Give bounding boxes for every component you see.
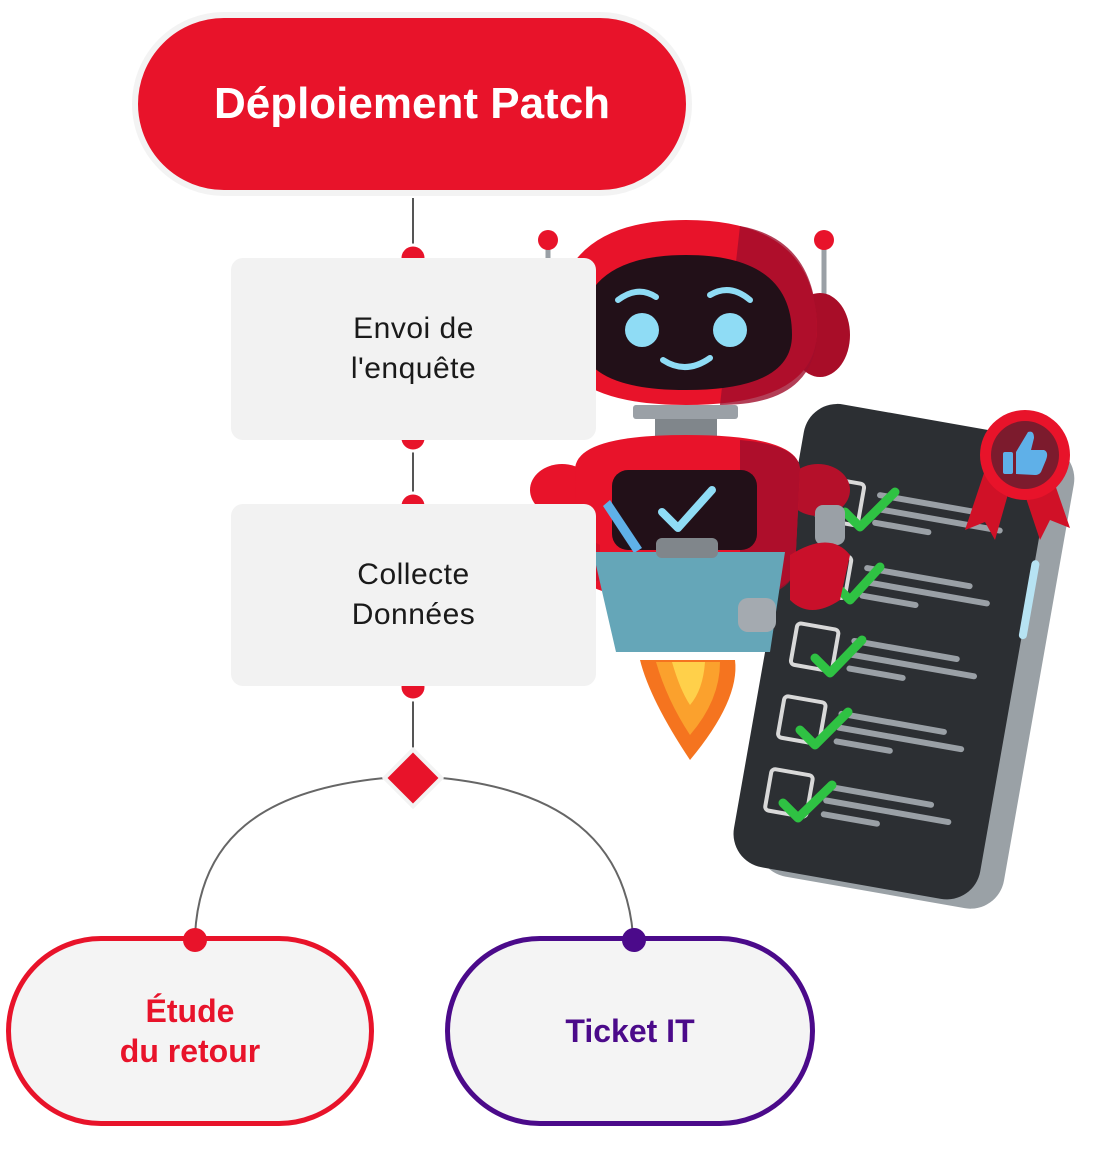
step-node-label: Collecte Données — [351, 558, 476, 631]
rocket-flame-icon — [640, 660, 736, 760]
thumbs-up-badge-icon — [965, 410, 1070, 540]
decision-diamond-icon — [381, 746, 445, 810]
start-node-label: Déploiement Patch — [213, 79, 611, 128]
step-node-label: Envoi de l'enquête — [350, 312, 477, 385]
step-node-collecte-donnees: Collecte Données — [231, 504, 596, 686]
start-node-deploiement-patch: Déploiement Patch — [132, 12, 692, 196]
outcome-node-etude-retour: Étude du retour — [6, 936, 374, 1126]
branch-right-curve — [441, 777, 634, 936]
branch-left-curve — [194, 777, 386, 936]
outcome-node-label: Ticket IT — [565, 1013, 695, 1049]
outcome-node-label: Étude du retour — [119, 993, 261, 1069]
step-node-envoi-enquete: Envoi de l'enquête — [231, 258, 596, 440]
outcome-node-ticket-it: Ticket IT — [445, 936, 815, 1126]
